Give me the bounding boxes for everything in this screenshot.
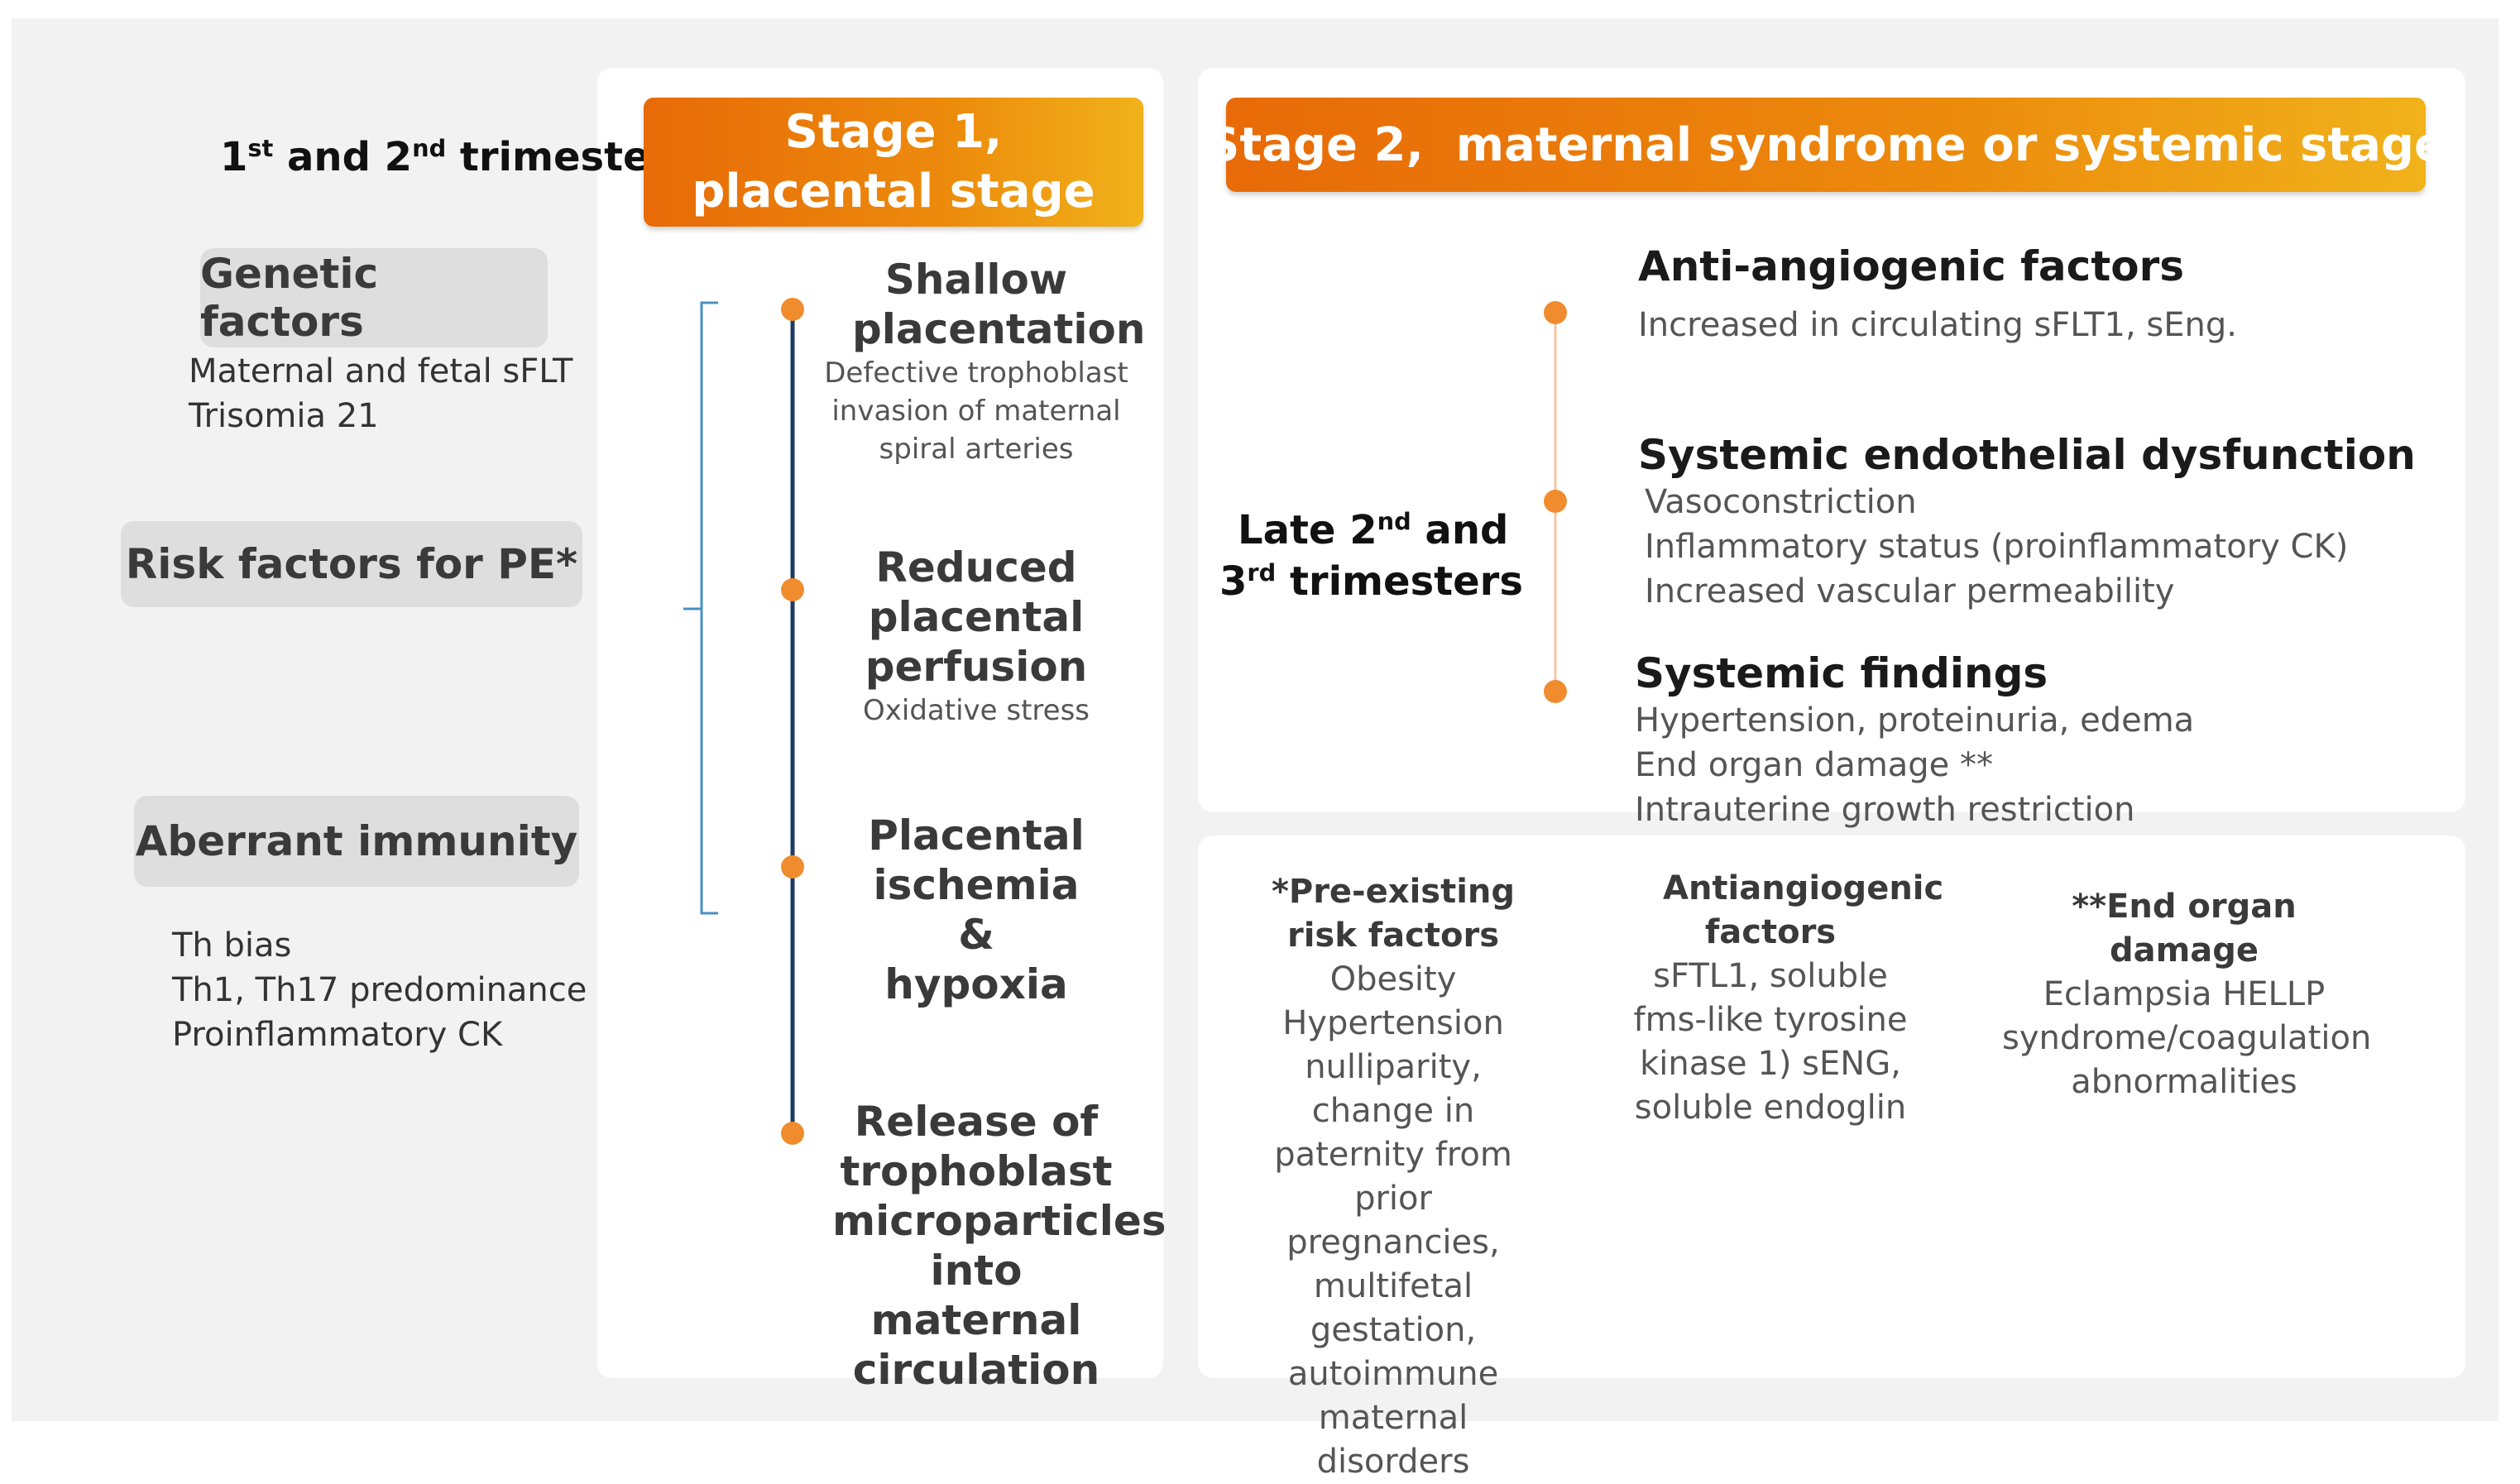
stage1-step-sub: Oxidative stress — [863, 694, 1090, 727]
stage1-title: Stage 1, placental stage — [692, 105, 1095, 218]
stage1-step-title: Shallow placentation — [852, 256, 1146, 353]
trimester-text: and 2 — [273, 134, 413, 180]
footnote-column: Antiangiogenic factors sFTL1, soluble fm… — [1622, 867, 1944, 1130]
stage2-dot — [1544, 680, 1567, 703]
stage1-step-title: Reduced placental perfusion — [865, 543, 1088, 691]
trimester-text: 1 — [220, 134, 248, 180]
footnote-title: **End organ damage — [2072, 888, 2297, 969]
aberrant-immunity-list: Th bias Th1, Th17 predominance Proinflam… — [172, 923, 587, 1057]
stage1-step: Release of trophoblast microparticles in… — [819, 1097, 1167, 1395]
footnote-body: sFTL1, soluble fms-like tyrosine kinase … — [1633, 957, 1908, 1127]
stage1-step: Placental ischemia & hypoxia — [819, 811, 1133, 1009]
stage2-banner: Stage 2, maternal syndrome or systemic s… — [1206, 98, 2446, 192]
stage2-group-line: Vasoconstriction — [1645, 483, 1917, 521]
stage1-dot — [781, 298, 804, 321]
stage2-panel — [1198, 68, 2465, 812]
stage1-banner: Stage 1, placental stage — [644, 98, 1143, 227]
trimester-sup: nd — [1377, 507, 1411, 535]
stage2-group-line: End organ damage ** — [1635, 746, 1994, 784]
footnote-body: Obesity Hypertension nulliparity, change… — [1274, 960, 1512, 1481]
trimester-sup: rd — [1247, 558, 1277, 586]
stage1-step-sub: Defective trophoblast invasion of matern… — [824, 357, 1128, 466]
stage2-group-title: Anti-angiogenic factors — [1638, 242, 2184, 290]
trimester-text: trimesters — [1276, 558, 1523, 605]
stage2-group: Anti-angiogenic factors Increased in cir… — [1638, 242, 2237, 347]
stage1-panel — [597, 68, 1163, 1378]
footnote-column: **End organ damage Eclampsia HELLP syndr… — [1994, 885, 2374, 1104]
stage1-dot — [781, 1122, 804, 1145]
trimester-text: 3 — [1219, 558, 1248, 605]
stage2-group-line: Increased vascular permeability — [1645, 572, 2175, 610]
immunity-item: Th bias — [172, 926, 292, 965]
connectors-svg — [683, 301, 1557, 1133]
diagram-canvas: 1st and 2nd trimesters Stage 1, placenta… — [12, 18, 2498, 1481]
stage2-group-line: Inflammatory status (proinflammatory CK) — [1645, 528, 2349, 566]
stage2-dot — [1544, 301, 1567, 324]
aberrant-immunity-pill: Aberrant immunity — [134, 796, 579, 887]
trimester-label-late: Late 2nd and 3rd trimesters — [1219, 505, 1523, 607]
trimester-sup: st — [247, 134, 274, 162]
trimester-line: 3rd trimesters — [1219, 556, 1523, 607]
risk-factors-title: Risk factors for PE* — [125, 540, 578, 588]
footnote-body: Eclampsia HELLP syndrome/coagulation abn… — [2002, 975, 2372, 1101]
stage2-group-line: Hypertension, proteinuria, edema — [1635, 701, 2195, 740]
risk-factors-pill: Risk factors for PE* — [121, 521, 582, 607]
footnotes-panel — [1198, 835, 2465, 1378]
trimester-line: Late 2nd and — [1219, 505, 1523, 556]
factors-bracket — [683, 301, 718, 915]
footnote-title: *Pre-existing risk factors — [1271, 873, 1516, 955]
stage2-group-title: Systemic findings — [1635, 649, 2048, 697]
stage2-group: Systemic endothelial dysfunction Vasocon… — [1638, 430, 2416, 614]
immunity-item: Th1, Th17 predominance — [172, 971, 587, 1009]
footnote-title: Antiangiogenic factors — [1663, 869, 1944, 951]
stage1-dot — [781, 855, 804, 878]
genetic-item: Maternal and fetal sFLT — [189, 352, 573, 390]
stage2-group: Systemic findings Hypertension, proteinu… — [1635, 649, 2194, 832]
stage2-title: Stage 2, maternal syndrome or systemic s… — [1206, 117, 2446, 172]
immunity-item: Proinflammatory CK — [172, 1016, 503, 1054]
genetic-factors-title: Genetic factors — [200, 250, 379, 346]
genetic-item: Trisomia 21 — [189, 397, 379, 435]
stage1-step: Shallow placentation Defective trophobla… — [819, 255, 1146, 468]
stage2-dot — [1544, 490, 1567, 513]
aberrant-immunity-title: Aberrant immunity — [135, 817, 578, 865]
genetic-factors-pill: Genetic factors — [200, 248, 548, 347]
trimester-sup: nd — [412, 134, 447, 162]
stage1-step: Reduced placental perfusion Oxidative st… — [819, 543, 1133, 730]
footnote-column: *Pre-existing risk factors Obesity Hyper… — [1236, 870, 1550, 1484]
stage1-dot — [781, 578, 804, 601]
stage2-group-line: Increased in circulating sFLT1, sEng. — [1638, 306, 2237, 344]
genetic-factors-list: Maternal and fetal sFLT Trisomia 21 — [189, 349, 573, 438]
stage1-step-title: Release of trophoblast microparticles in… — [832, 1098, 1167, 1394]
stage2-group-title: Systemic endothelial dysfunction — [1638, 431, 2416, 479]
stage1-step-title: Placental ischemia & hypoxia — [868, 811, 1085, 1008]
trimester-text: and — [1411, 507, 1509, 553]
stage2-group-line: Intrauterine growth restriction — [1635, 791, 2135, 829]
trimester-text: Late 2 — [1238, 507, 1377, 553]
